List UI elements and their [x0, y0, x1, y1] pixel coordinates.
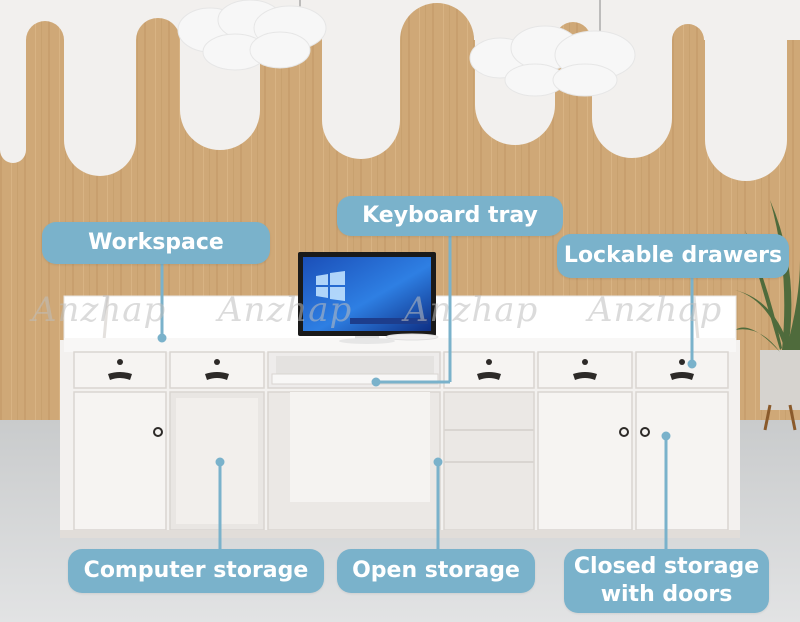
cloud-lamp-icon: [469, 0, 636, 97]
monitor-icon: [298, 252, 439, 344]
callout-keyboard-tray-text: Keyboard tray: [362, 203, 538, 228]
windows-logo-icon: [316, 271, 345, 301]
callout-keyboard-tray: Keyboard tray: [337, 196, 563, 236]
callout-computer-storage-text: Computer storage: [83, 558, 309, 583]
callout-closed-storage-line2: with doors: [600, 582, 733, 607]
callout-closed-storage: Closed storage with doors: [564, 549, 769, 613]
cloud-lamp-icon: [177, 0, 327, 71]
callout-open-storage: Open storage: [337, 549, 535, 593]
callout-workspace-text: Workspace: [88, 230, 224, 255]
callout-lockable-drawers-text: Lockable drawers: [563, 243, 783, 268]
drawer-handle-icon: [108, 359, 694, 380]
callout-workspace: Workspace: [42, 222, 270, 264]
door-knob-icon: [153, 427, 650, 437]
callout-lockable-drawers: Lockable drawers: [557, 234, 789, 278]
callout-closed-storage-line1: Closed storage: [573, 554, 760, 579]
wave-wall-decor: [0, 0, 800, 181]
callout-computer-storage: Computer storage: [68, 549, 324, 593]
callout-open-storage-text: Open storage: [352, 558, 520, 583]
callout-leaders: [157, 236, 697, 549]
